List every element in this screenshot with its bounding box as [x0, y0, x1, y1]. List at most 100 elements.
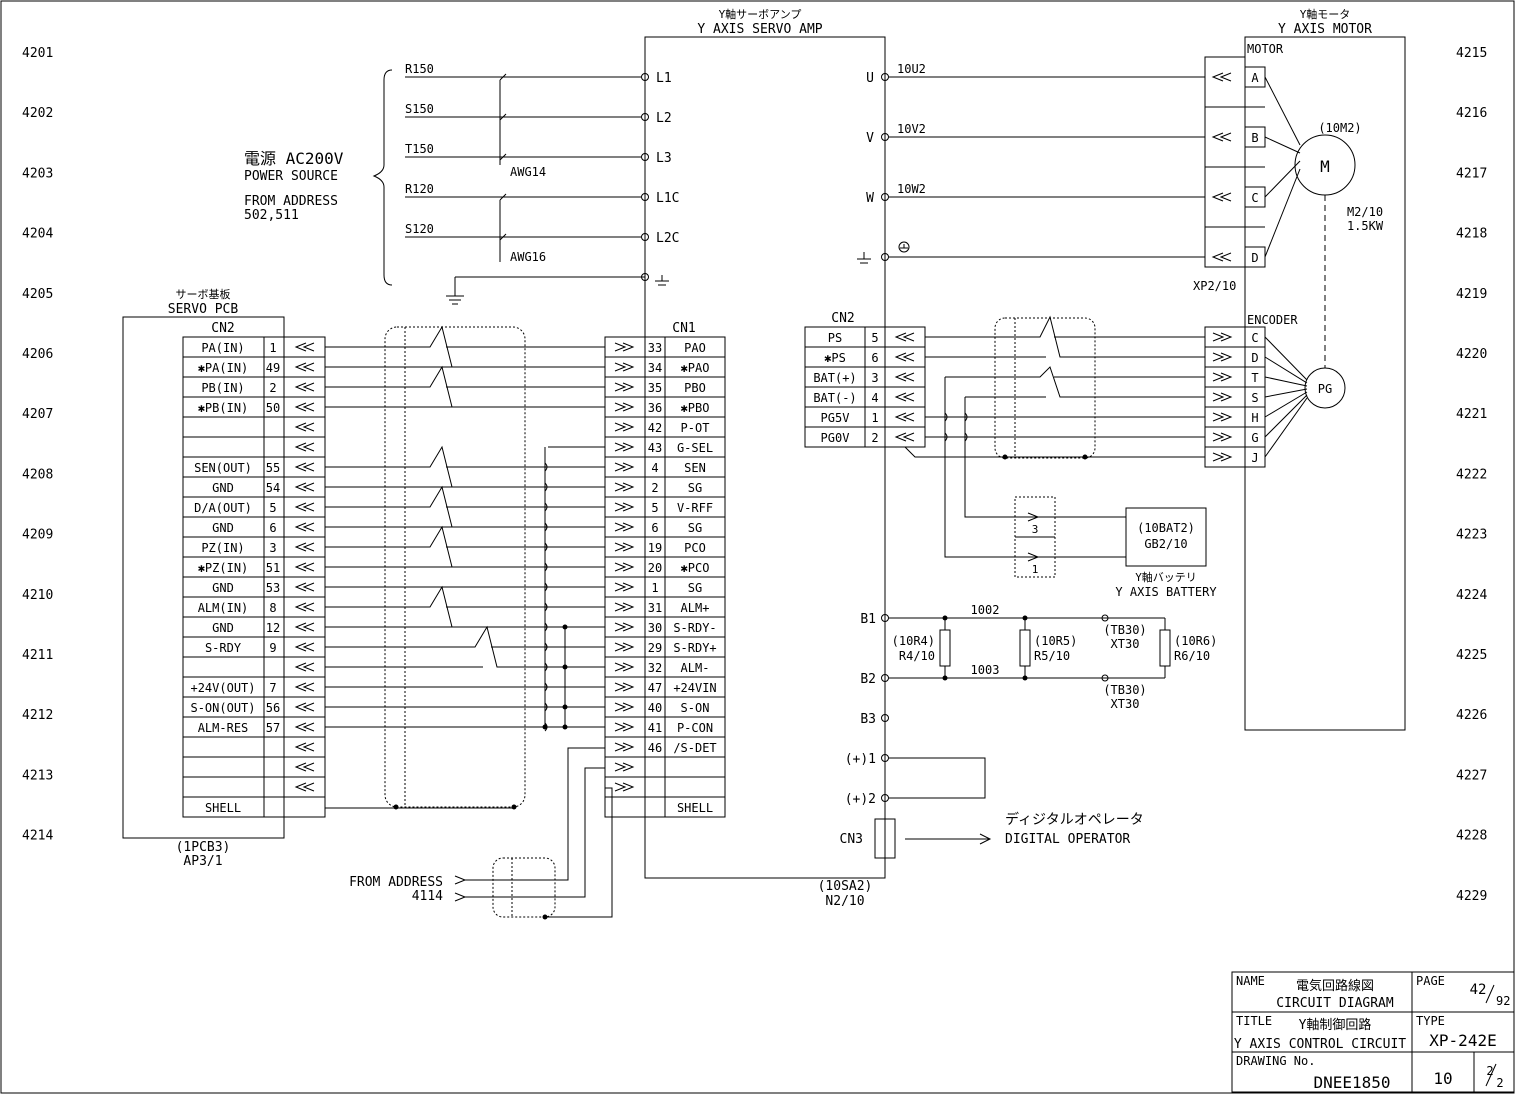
terminal: [881, 73, 889, 81]
chevron-right-icon: [622, 622, 635, 632]
chevron-left-icon: [294, 382, 307, 392]
cn1-pin-number: 4: [651, 461, 658, 475]
chevron-left-icon: [1211, 72, 1224, 82]
row-number: 4227: [1456, 768, 1487, 783]
pcb-pin-number: 54: [266, 481, 280, 495]
encoder-pin-label: J: [1251, 451, 1258, 465]
pcb-signal-name: D/A(OUT): [194, 501, 252, 515]
chevron-right-icon: [614, 422, 627, 432]
cn1-signal-name: ✱PCO: [681, 561, 710, 575]
junction-dot: [1082, 454, 1088, 460]
cn2-signal-name: PG0V: [821, 431, 850, 445]
terminal: [881, 193, 889, 201]
chevron-left-icon: [894, 412, 907, 422]
chevron-left-icon: [1211, 192, 1224, 202]
fg-circle-icon: [898, 241, 910, 253]
power-wire-label: R150: [405, 62, 434, 76]
chevron-right-icon: [614, 722, 627, 732]
motor-winding-lead: [1264, 136, 1301, 154]
shield-cable-main: [384, 326, 526, 808]
chevron-left-icon: [302, 762, 315, 772]
twisted-pair: [945, 366, 1205, 398]
row-number: 4211: [22, 648, 53, 663]
power-from-address-number: 502,511: [244, 208, 299, 223]
row-number: 4215: [1456, 46, 1487, 61]
motor-pin-label: B: [1251, 131, 1258, 145]
chevron-left-icon: [302, 722, 315, 732]
tb-title-en: Y AXIS CONTROL CIRCUIT: [1234, 1037, 1406, 1052]
chevron-right-icon: [1220, 432, 1233, 442]
chevron-left-icon: [302, 742, 315, 752]
cn1-signal-name: P-CON: [677, 721, 713, 735]
cn1-signal-name: ✱PBO: [681, 401, 710, 415]
chevron-left-icon: [294, 622, 307, 632]
tb-sheet-number: 10: [1433, 1069, 1452, 1088]
amp-lower-terminal-label: B1: [860, 612, 876, 627]
pcb-pin-number: 49: [266, 361, 280, 375]
cn2-pin-number: 3: [871, 371, 878, 385]
chevron-right-icon: [622, 582, 635, 592]
chevron-left-icon: [1219, 192, 1232, 202]
chevron-right-icon: [622, 342, 635, 352]
crossover: [544, 642, 548, 652]
pcb-pin-number: 57: [266, 721, 280, 735]
cn1-pin-number: 20: [648, 561, 662, 575]
chevron-left-icon: [294, 722, 307, 732]
terminal: [641, 233, 649, 241]
chevron-left-icon: [302, 542, 315, 552]
cn2-signal-name: BAT(+): [813, 371, 856, 385]
cn1-pin-number: 6: [651, 521, 658, 535]
chevron-left-icon: [302, 422, 315, 432]
tb-name-en: CIRCUIT DIAGRAM: [1276, 996, 1394, 1011]
cn1-pin-number: 40: [648, 701, 662, 715]
chevron-left-icon: [294, 522, 307, 532]
chevron-left-icon: [302, 342, 315, 352]
tb-top-ref: (TB30): [1103, 623, 1146, 637]
chevron-right-icon: [1212, 452, 1225, 462]
crossover: [544, 582, 548, 592]
row-number: 4221: [1456, 407, 1487, 422]
r4-ref: (10R4): [892, 634, 935, 648]
bundle-tick: [499, 113, 507, 121]
chevron-left-icon: [294, 602, 307, 612]
power-wire-label: S150: [405, 102, 434, 116]
pcb-cn2-table: PA(IN)1✱PA(IN)49PB(IN)2✱PB(IN)50SEN(OUT)…: [182, 336, 326, 818]
junction-dot: [1002, 454, 1008, 460]
bundle-tick: [499, 233, 507, 241]
chevron-left-icon: [1211, 132, 1224, 142]
motor-pin-label: A: [1251, 71, 1259, 85]
chevron-left-icon: [294, 422, 307, 432]
pcb-signal-name: PA(IN): [201, 341, 244, 355]
pcb-signal-name: GND: [212, 581, 234, 595]
r5-ref: (10R5): [1034, 634, 1077, 648]
row-number: 4217: [1456, 166, 1487, 181]
pcb-pin-number: 2: [269, 381, 276, 395]
cn1-pin-number: 33: [648, 341, 662, 355]
bundle-tick: [499, 193, 507, 201]
chevron-right-icon: [622, 662, 635, 672]
chevron-right-icon: [614, 682, 627, 692]
chevron-left-icon: [302, 622, 315, 632]
chevron-right-icon: [1220, 412, 1233, 422]
motor-winding-lead: [1264, 76, 1301, 146]
power-title-jp: 電源 AC200V: [244, 149, 344, 168]
chevron-left-icon: [294, 662, 307, 672]
pcb-pin-number: 53: [266, 581, 280, 595]
row-number: 4224: [1456, 588, 1487, 603]
row-number: 4219: [1456, 287, 1487, 302]
r6-ref: (10R6): [1174, 634, 1217, 648]
dc-reactor-jumper: [889, 757, 986, 799]
terminal: [881, 794, 889, 802]
row-number: 4212: [22, 708, 53, 723]
cn2-pin-number: 5: [871, 331, 878, 345]
pcb-pin-number: 51: [266, 561, 280, 575]
pcb-title-jp: サーボ基板: [176, 287, 231, 301]
chevron-right-icon: [614, 482, 627, 492]
tb-sheet-b: 2: [1496, 1076, 1503, 1090]
battery-sheet: GB2/10: [1144, 537, 1187, 551]
